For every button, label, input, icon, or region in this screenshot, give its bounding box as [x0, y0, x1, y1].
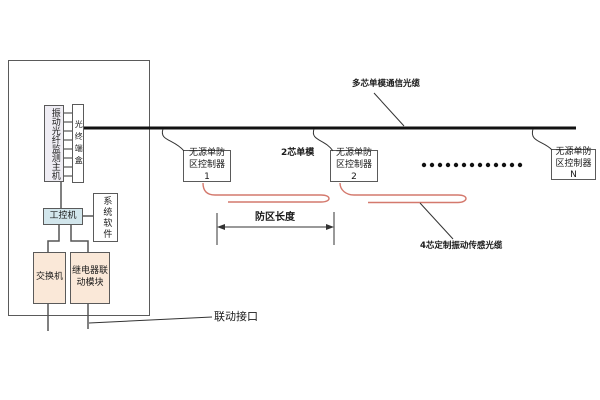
drop-cable-n	[531, 128, 553, 151]
system-software-box: 系统软件	[93, 193, 118, 242]
cabinet-outline	[8, 60, 150, 316]
network-switch-box: 交换机	[33, 252, 66, 304]
relay-linkage-module-box: 继电器联动模块	[70, 252, 110, 304]
zone-length-label: 防区长度	[255, 212, 295, 223]
zone-controller-n-box: 无源单防区控制器N	[551, 147, 596, 180]
comm-cable-pointer	[373, 92, 405, 127]
sensing-cable-pointer	[419, 202, 454, 240]
zone-controller-1-box: 无源单防区控制器1	[183, 148, 231, 182]
two-core-label: 2芯单模	[281, 148, 315, 158]
industrial-pc-box: 工控机	[43, 208, 83, 225]
linkage-port-pointer	[88, 316, 213, 324]
drop-cable-1	[161, 128, 185, 152]
sensing-loop-zone1	[202, 182, 330, 203]
sensing-loop-zone2	[339, 182, 467, 204]
zone-controller-2-box: 无源单防区控制器2	[330, 148, 378, 182]
sensing-cable-label: 4芯定制振动传感光缆	[420, 241, 503, 251]
comm-cable-label: 多芯单模通信光缆	[352, 79, 421, 89]
optical-terminal-box: 光终端盒	[72, 104, 84, 183]
linkage-port-label: 联动接口	[214, 310, 258, 323]
host-box: 振动光纤监测主机	[44, 105, 64, 182]
drop-cable-2	[312, 128, 334, 152]
continuation-dots	[421, 162, 523, 168]
